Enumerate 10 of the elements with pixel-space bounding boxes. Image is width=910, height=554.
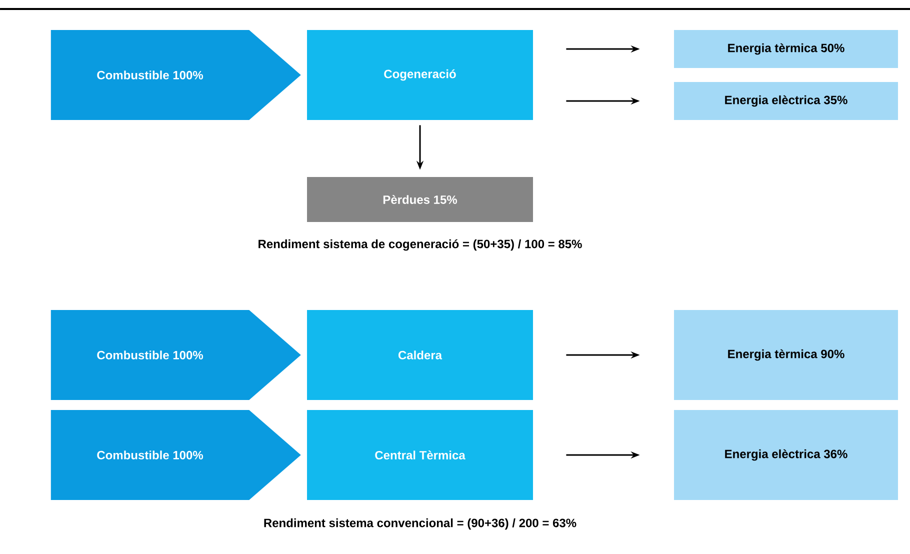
output-box: Energia elèctrica 36%	[674, 410, 898, 500]
output-box: Energia elèctrica 35%	[674, 82, 898, 120]
output-box: Energia tèrmica 90%	[674, 310, 898, 400]
formula-text: Rendiment sistema convencional = (90+36) / 200 = 63%	[264, 518, 576, 530]
process-box: Central Tèrmica	[307, 410, 533, 500]
formula-text: Rendiment sistema de cogeneració = (50+35) / 100 = 85%	[258, 239, 582, 251]
process-box: Cogeneració	[307, 30, 533, 120]
process-box: Caldera	[307, 310, 533, 400]
loss-box: Pèrdues 15%	[307, 177, 533, 222]
output-box: Energia tèrmica 50%	[674, 30, 898, 68]
